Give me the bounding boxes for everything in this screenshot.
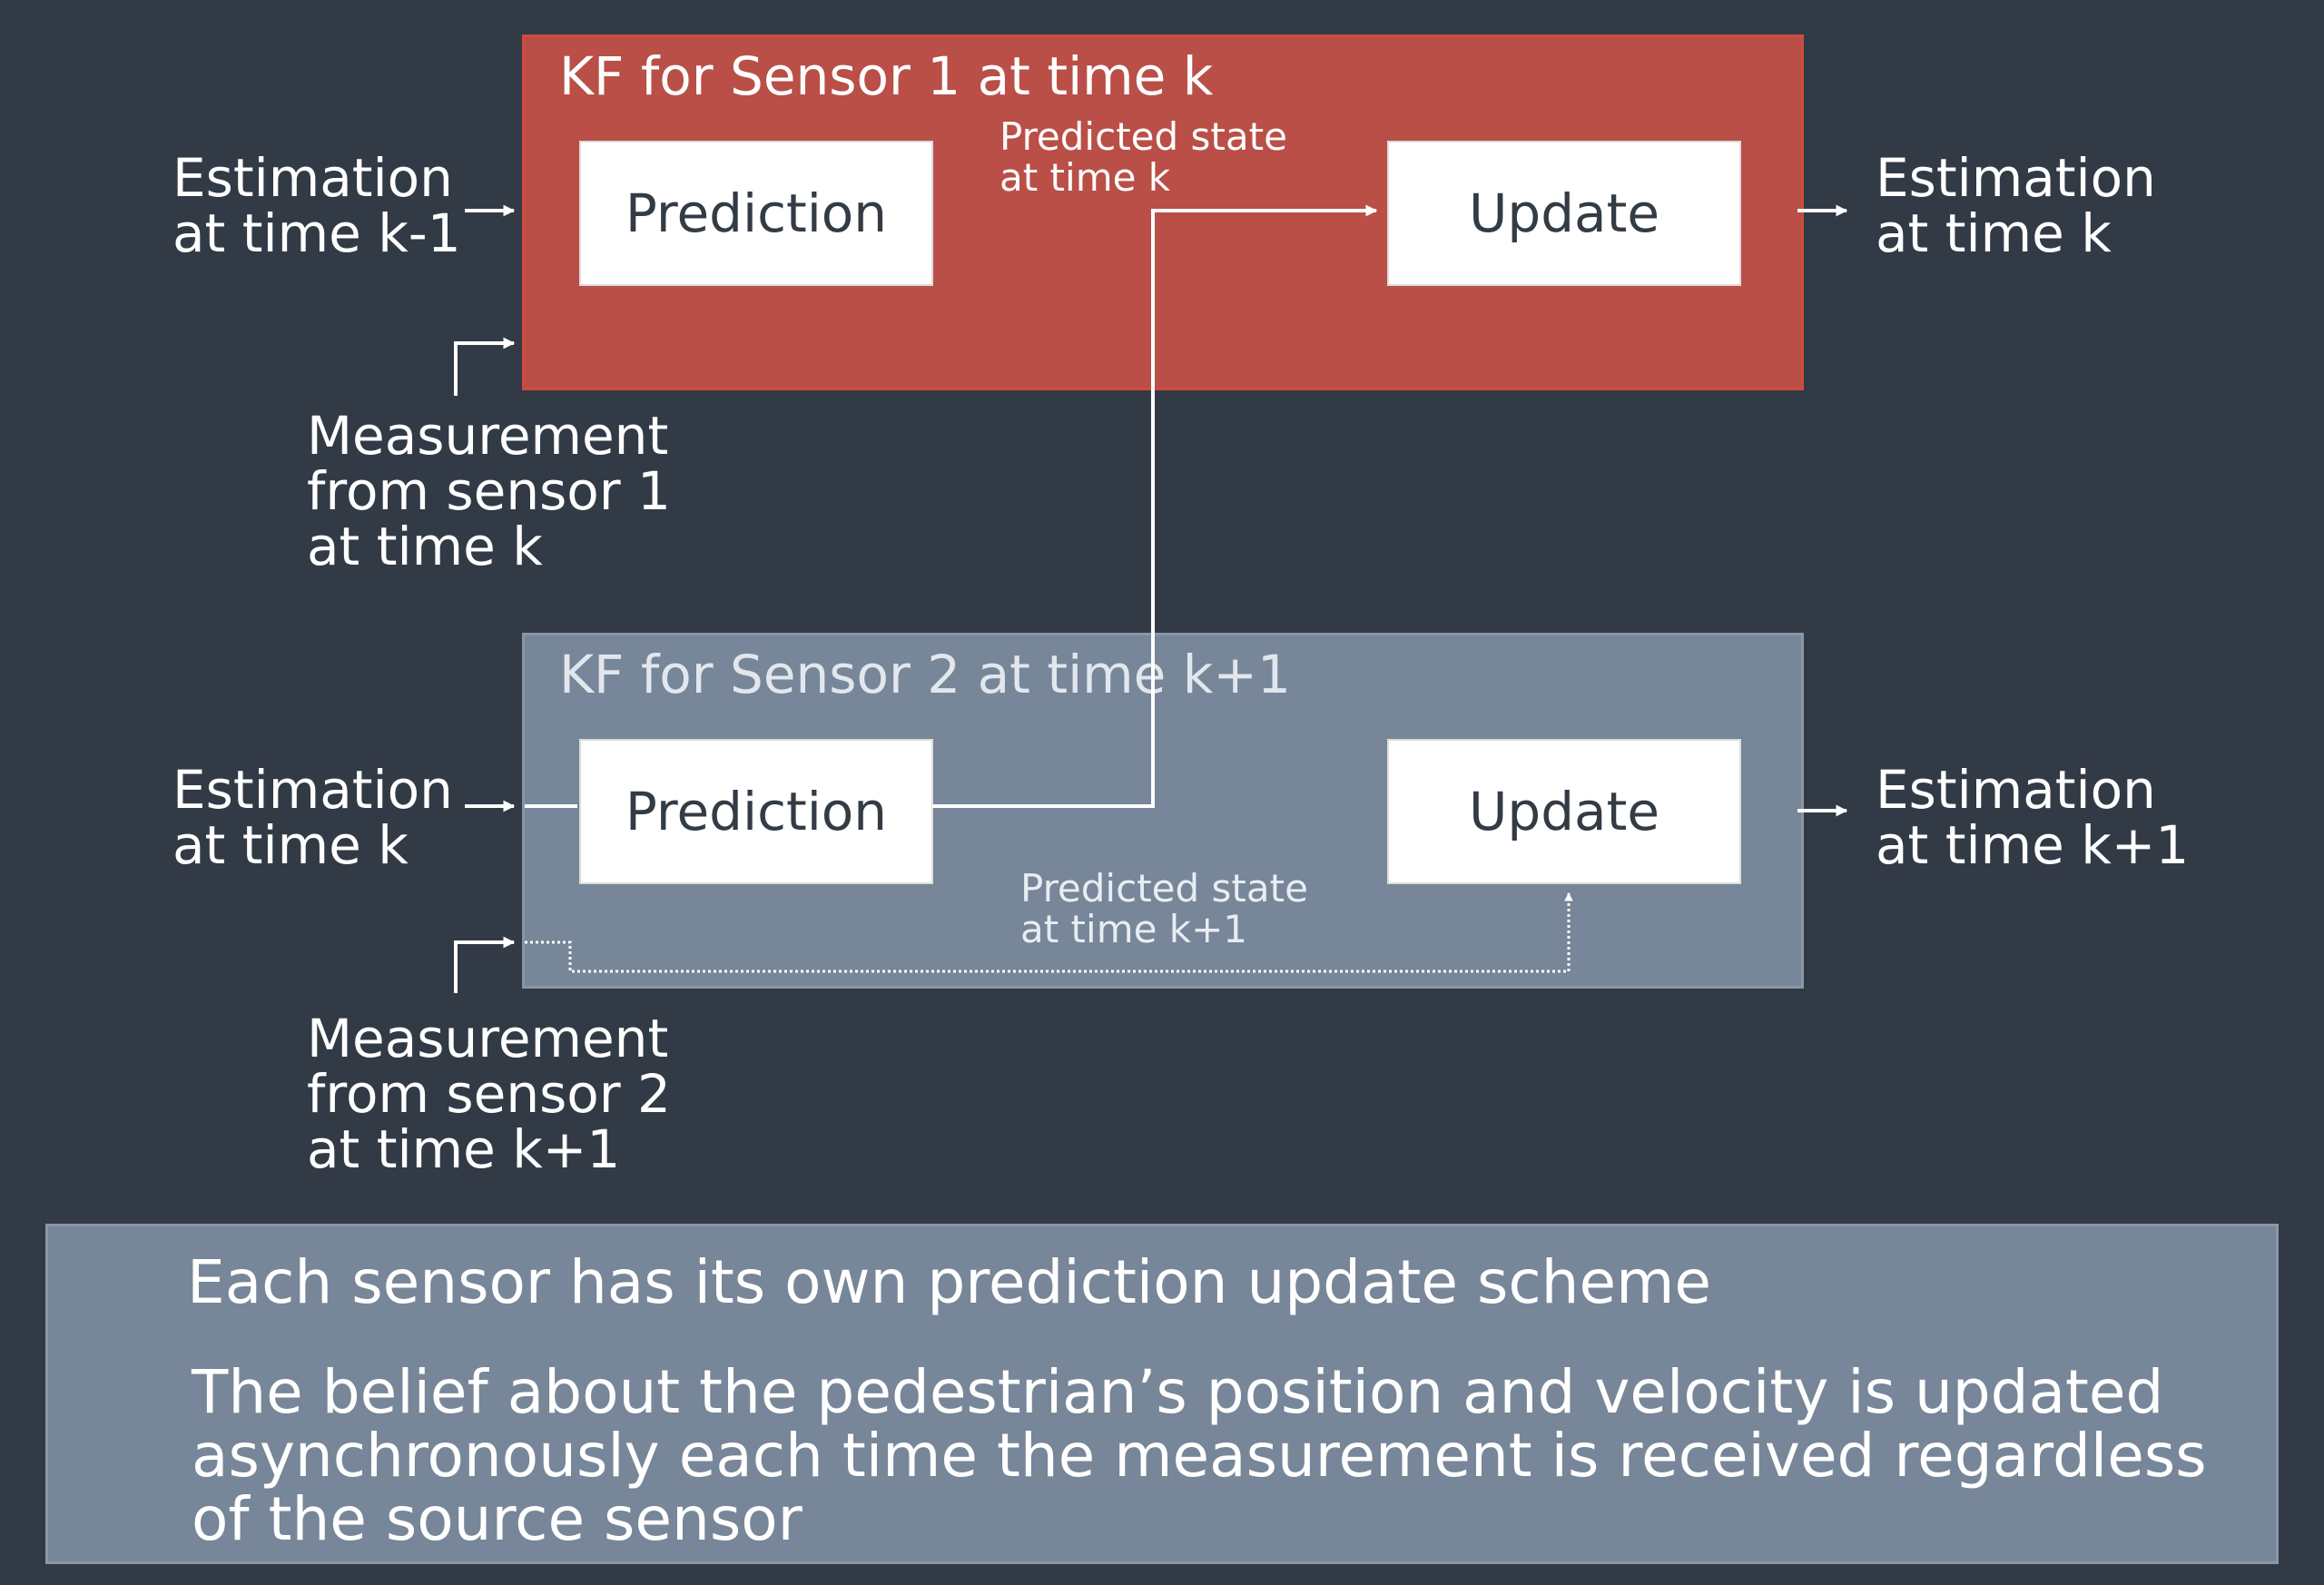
estimation-k-input-label: Estimation at time k [172, 759, 453, 876]
arrow-measurement-sensor1-in [454, 337, 516, 396]
prediction-box-sensor1: Prediction [579, 141, 933, 286]
update-box-sensor2: Update [1387, 739, 1741, 884]
arrow-measurement-sensor2-in [454, 936, 516, 993]
kf-sensor1-title: KF for Sensor 1 at time k [559, 45, 1214, 107]
prediction-box-sensor2: Prediction [579, 739, 933, 884]
summary-body: The belief about the pedestrian’s positi… [192, 1357, 2207, 1554]
measurement-sensor2-label: Measurement from sensor 2 at time k+1 [307, 1008, 671, 1180]
estimation-k-plus-1-output-label: Estimation at time k+1 [1876, 759, 2190, 876]
kf-sensor2-title: KF for Sensor 2 at time k+1 [559, 644, 1291, 705]
predicted-state-k-label: Predicted state at time k [1000, 114, 1287, 200]
estimation-k-minus-1-label: Estimation at time k-1 [172, 147, 461, 264]
predicted-state-k-plus-1-label: Predicted state at time k+1 [1020, 866, 1308, 951]
kf-sensor1-panel: KF for Sensor 1 at time k Prediction Upd… [522, 34, 1804, 390]
summary-note-panel: Each sensor has its own prediction updat… [45, 1224, 2279, 1564]
summary-heading: Each sensor has its own prediction updat… [187, 1247, 1711, 1317]
estimation-k-output-label: Estimation at time k [1876, 147, 2156, 264]
update-box-sensor1: Update [1387, 141, 1741, 286]
measurement-sensor1-label: Measurement from sensor 1 at time k [307, 405, 671, 577]
